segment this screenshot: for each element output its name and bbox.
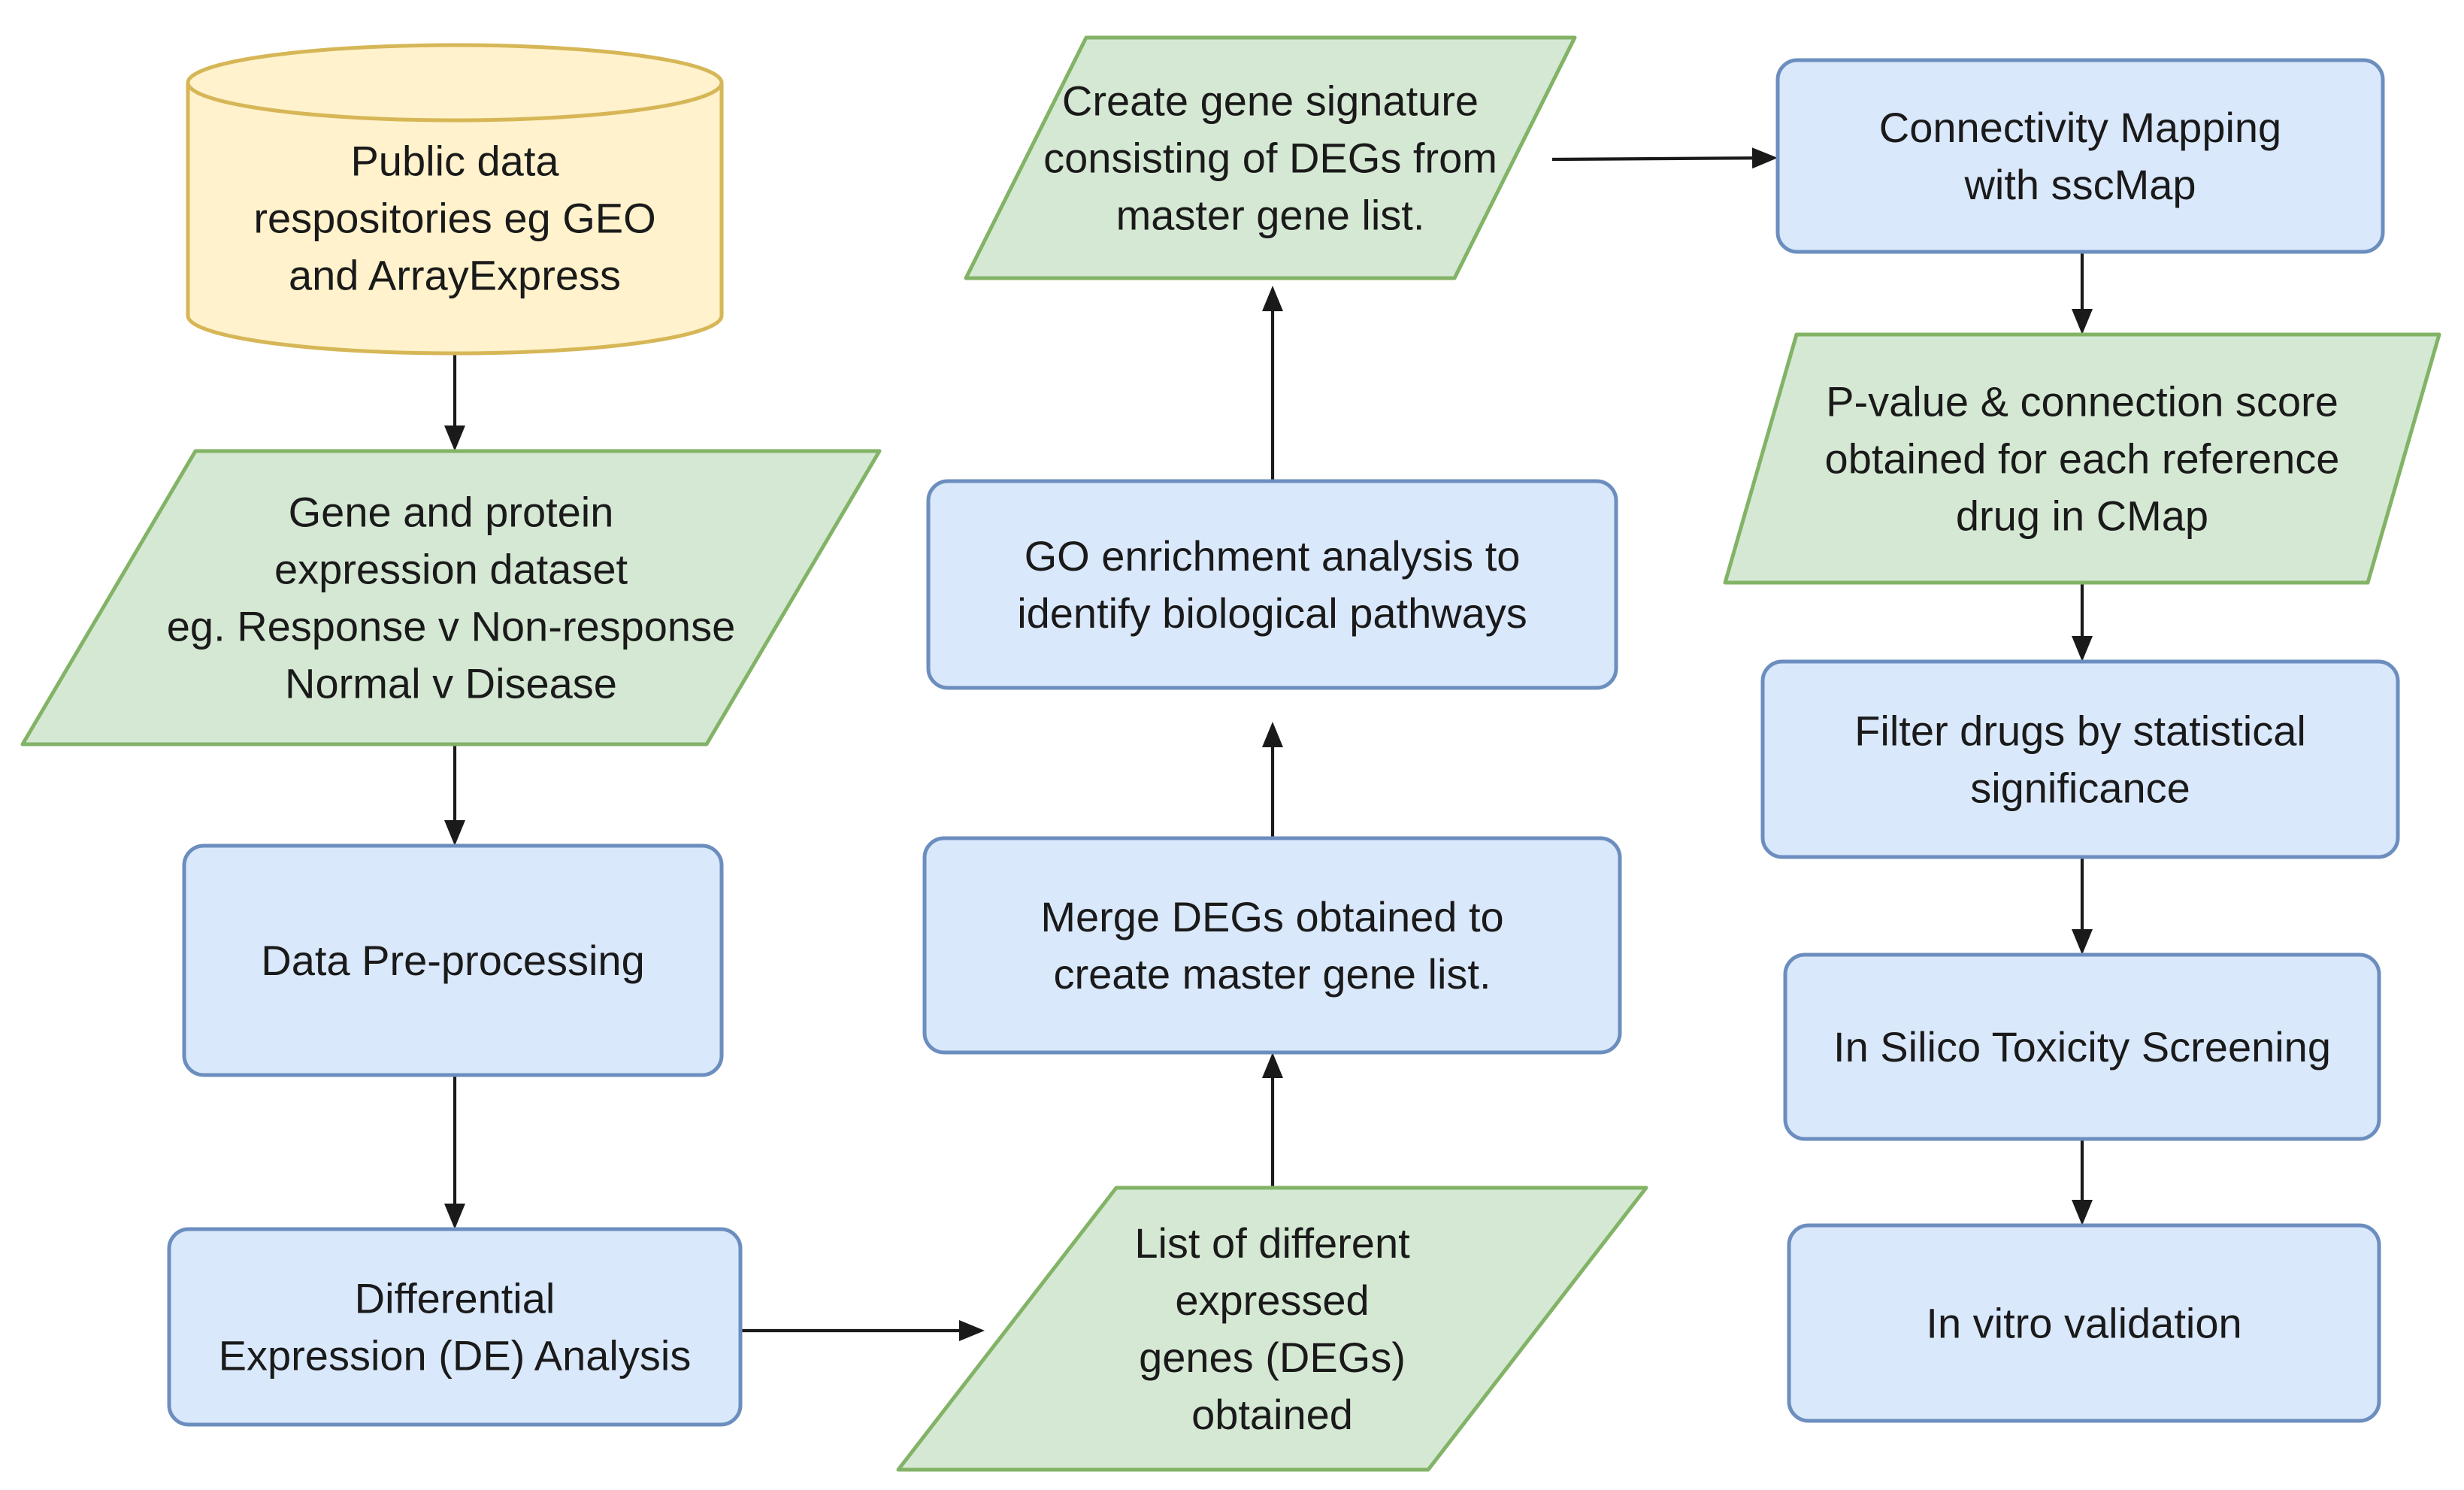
node-label-line: master gene list. — [1116, 192, 1425, 239]
node-label-line: genes (DEGs) — [1139, 1334, 1406, 1381]
node-gene-signature: Create gene signature consisting of DEGs … — [964, 35, 1577, 280]
edge-pvalue_score-to-filter_drugs — [2072, 583, 2093, 662]
node-label-line: identify biological pathways — [1017, 589, 1527, 637]
process-box — [167, 1227, 743, 1427]
process-box — [1775, 58, 2385, 254]
edge-connectivity_mapping-to-pvalue_score — [2072, 252, 2093, 335]
node-label-line: Filter drugs by statistical — [1854, 707, 2306, 755]
process-box — [1760, 659, 2400, 859]
edges-layer — [444, 147, 2093, 1341]
data-parallelogram — [1723, 332, 2441, 585]
arrowhead — [1262, 286, 1283, 311]
database-cylinder-body — [186, 43, 724, 356]
node-label-line: consisting of DEGs from — [1043, 135, 1497, 182]
edge-public_data-to-gene_protein_dataset — [444, 353, 465, 451]
node-label-line: Gene and protein — [289, 489, 614, 536]
node-label-line: create master gene list. — [1053, 950, 1491, 998]
arrowhead — [444, 820, 465, 846]
edge-data_preprocessing-to-differential_expression — [444, 1075, 465, 1229]
edge-list_degs-to-merge_degs — [1262, 1052, 1283, 1188]
node-go-enrichment: GO enrichment analysis to identify biolog… — [926, 479, 1618, 690]
nodes-layer: Public data respositories eg GEO and Array… — [20, 35, 2441, 1472]
process-box — [1783, 952, 2381, 1141]
node-label-line: expression dataset — [274, 546, 628, 593]
node-in-vitro: In vitro validation — [1787, 1223, 2381, 1423]
node-label-line: Normal v Disease — [285, 660, 617, 707]
arrowhead — [2072, 636, 2093, 662]
node-label-line: Connectivity Mapping — [1879, 104, 2281, 151]
data-parallelogram — [896, 1186, 1648, 1472]
process-box — [182, 843, 724, 1077]
arrowhead — [2072, 309, 2093, 335]
arrowhead — [2072, 1200, 2093, 1225]
node-label-line: Create gene signature — [1062, 77, 1479, 125]
arrowhead — [444, 425, 465, 451]
node-label-line: Public data — [350, 138, 559, 185]
process-box — [1787, 1223, 2381, 1423]
process-box — [926, 479, 1618, 690]
edge-filter_drugs-to-in_silico — [2072, 857, 2093, 955]
arrowhead — [1262, 722, 1283, 747]
node-data-preprocessing: Data Pre-processing — [182, 843, 724, 1077]
node-label-line: with sscMap — [1963, 161, 2196, 208]
database-cylinder-rim — [186, 82, 724, 123]
arrowhead — [1262, 1052, 1283, 1078]
arrowhead — [2072, 929, 2093, 955]
node-in-silico: In Silico Toxicity Screening — [1783, 952, 2381, 1141]
edge-gene_protein_dataset-to-data_preprocessing — [444, 744, 465, 846]
node-label-line: obtained for each reference — [1825, 435, 2340, 483]
node-label-line: List of different — [1134, 1219, 1410, 1267]
node-label-line: Merge DEGs obtained to — [1040, 893, 1503, 940]
node-pvalue-score: P-value & connection score obtained for e… — [1723, 332, 2441, 585]
node-label-line: and ArrayExpress — [289, 252, 621, 299]
node-label-line: In vitro validation — [1926, 1300, 2242, 1347]
data-parallelogram — [20, 449, 882, 747]
node-connectivity-mapping: Connectivity Mapping with sscMap — [1775, 58, 2385, 254]
node-gene-protein-dataset: Gene and protein expression dataset eg. Re… — [20, 449, 882, 747]
node-label-line: drug in CMap — [1956, 492, 2208, 540]
edge-in_silico-to-in_vitro — [2072, 1139, 2093, 1225]
node-label-line: P-value & connection score — [1826, 378, 2338, 425]
data-parallelogram — [964, 35, 1577, 280]
node-merge-degs: Merge DEGs obtained to create master gene… — [922, 836, 1622, 1055]
node-label-line: eg. Response v Non-response — [167, 603, 735, 650]
node-public-data: Public data respositories eg GEO and Array… — [186, 43, 724, 356]
edge-merge_degs-to-go_enrichment — [1262, 722, 1283, 838]
arrowhead — [959, 1320, 985, 1341]
node-list-degs: List of different expressed genes (DEGs) ob… — [896, 1186, 1648, 1472]
node-label-line: Expression (DE) Analysis — [219, 1332, 692, 1379]
node-label-line: Differential — [355, 1275, 555, 1322]
process-box — [922, 836, 1622, 1055]
arrowhead — [444, 1204, 465, 1229]
edge-line — [1551, 156, 1753, 162]
edge-differential_expression-to-list_degs — [740, 1320, 985, 1341]
node-label-line: obtained — [1191, 1391, 1353, 1438]
node-label-line: In Silico Toxicity Screening — [1833, 1023, 2331, 1071]
node-label-line: expressed — [1175, 1276, 1369, 1324]
node-label-line: Data Pre-processing — [261, 937, 644, 984]
edge-go_enrichment-to-gene_signature — [1262, 286, 1283, 481]
node-label-line: respositories eg GEO — [253, 195, 655, 242]
edge-gene_signature-to-connectivity_mapping — [1551, 147, 1778, 169]
node-label-line: GO enrichment analysis to — [1025, 532, 1521, 580]
node-filter-drugs: Filter drugs by statistical significance — [1760, 659, 2400, 859]
arrowhead — [1751, 147, 1778, 169]
node-label-line: significance — [1970, 765, 2190, 812]
